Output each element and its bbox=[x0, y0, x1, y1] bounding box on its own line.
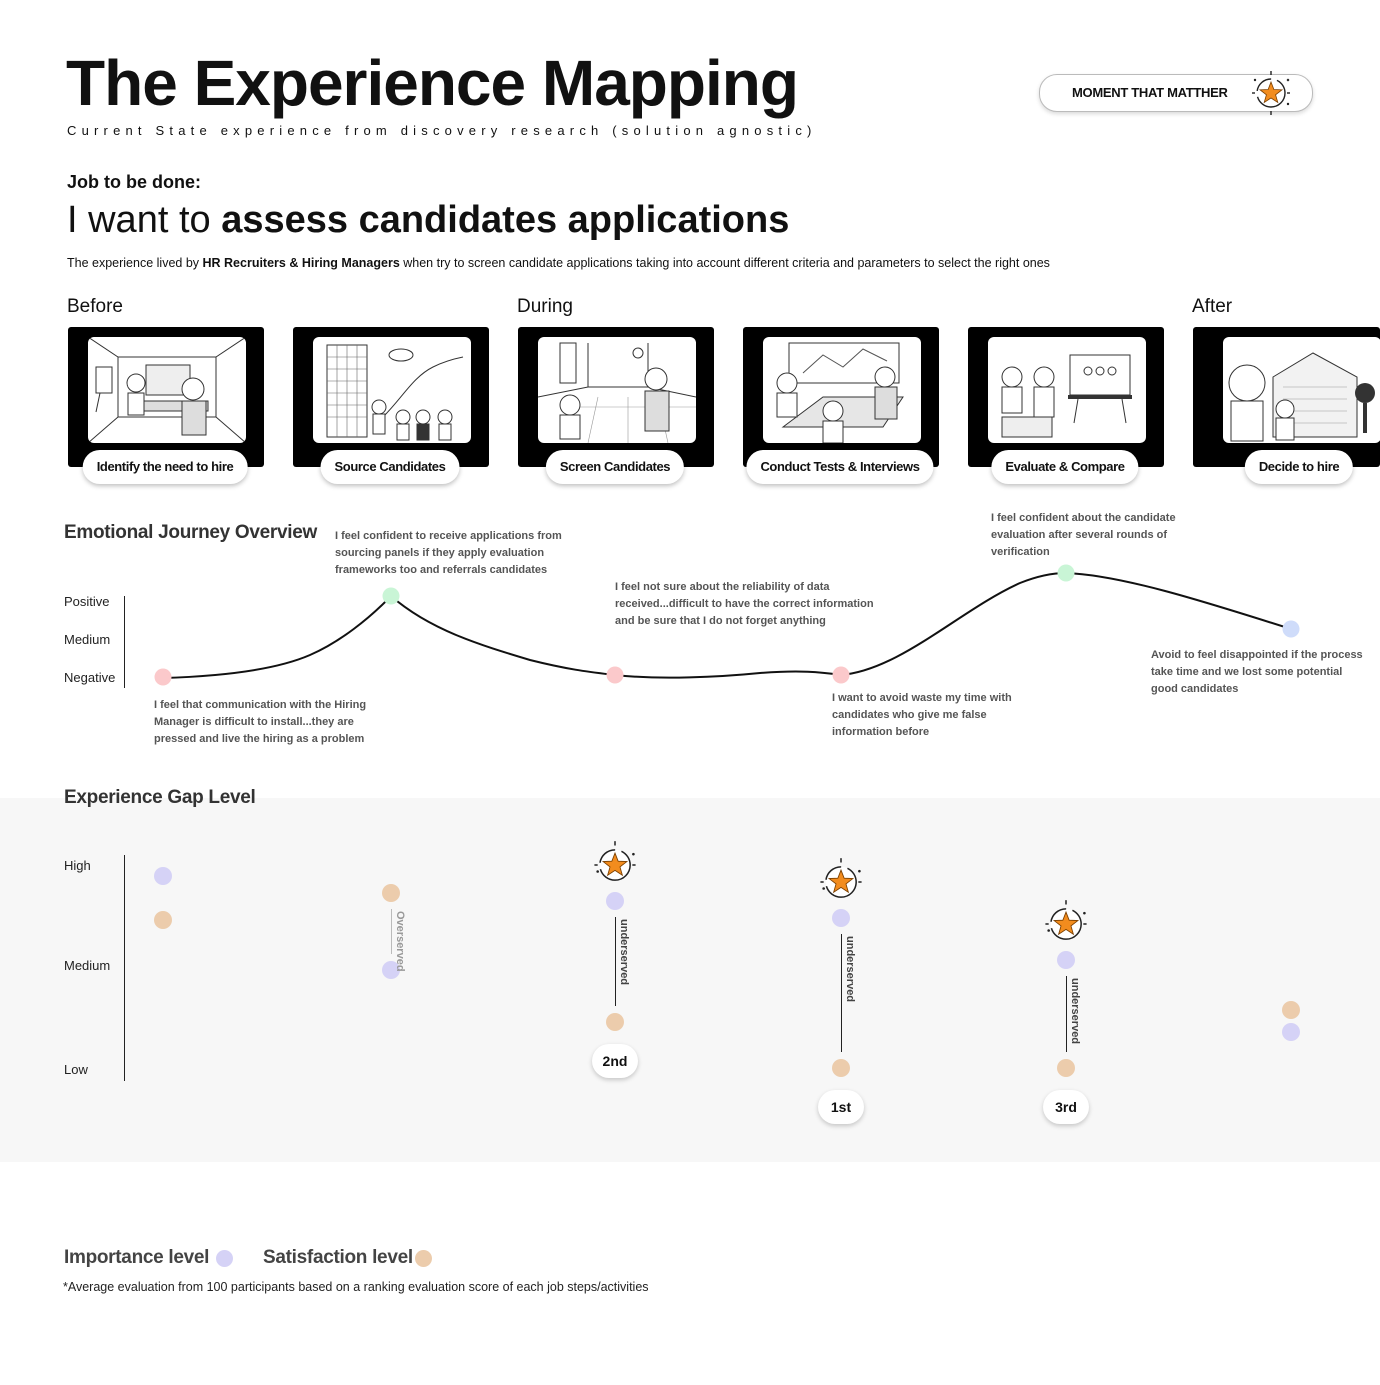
emotion-level-medium: Medium bbox=[64, 632, 111, 647]
jtbd-statement-bold: assess candidates applications bbox=[221, 199, 790, 241]
step-card-identify bbox=[68, 327, 264, 467]
emotion-note-interviews: I want to avoid waste my time with candi… bbox=[832, 692, 1012, 738]
emotion-level-positive: Positive bbox=[64, 594, 110, 609]
emotion-curve-layer bbox=[154, 564, 1300, 686]
intro-bold: HR Recruiters & Hiring Managers bbox=[202, 256, 400, 270]
emotion-curve bbox=[162, 571, 1292, 679]
legend-importance-label: Importance level bbox=[64, 1247, 210, 1268]
emotion-point bbox=[154, 668, 172, 686]
phase-after: After bbox=[1192, 296, 1233, 317]
phase-during: During bbox=[517, 296, 573, 317]
step-pill-screen[interactable]: Screen Candidates bbox=[545, 450, 685, 484]
legend-importance-dot bbox=[216, 1250, 233, 1267]
intro-prefix: The experience lived by bbox=[67, 256, 203, 270]
house-illustration bbox=[1223, 337, 1380, 443]
emotion-point bbox=[606, 666, 624, 684]
emotion-note-identify: I feel that communication with the Hirin… bbox=[154, 699, 367, 745]
emotion-axis bbox=[124, 596, 125, 688]
step-card-interviews bbox=[743, 327, 939, 467]
star-burst-icon bbox=[1247, 69, 1295, 122]
emotion-note-evaluate: I feel confident about the candidate eva… bbox=[991, 512, 1176, 558]
gap-level-high: High bbox=[64, 858, 91, 873]
page-subtitle: Current State experience from discovery … bbox=[67, 123, 817, 138]
legend-satisfaction-label: Satisfaction level bbox=[263, 1247, 413, 1268]
jtbd-label: Job to be done: bbox=[67, 172, 201, 192]
step-pill-source[interactable]: Source Candidates bbox=[320, 450, 460, 484]
step-card-source bbox=[293, 327, 489, 467]
experience-gap-panel bbox=[0, 798, 1380, 1162]
emotion-point bbox=[832, 666, 850, 684]
gap-level-low: Low bbox=[64, 1062, 88, 1077]
building-illustration bbox=[313, 337, 471, 443]
emotional-journey-title: Emotional Journey Overview bbox=[64, 522, 318, 543]
emotion-point bbox=[1057, 564, 1075, 582]
step-pill-identify[interactable]: Identify the need to hire bbox=[82, 450, 248, 484]
jtbd-intro: The experience lived by HR Recruiters & … bbox=[67, 256, 1050, 270]
gap-axis bbox=[124, 855, 125, 1081]
step-card-decide bbox=[1193, 327, 1380, 467]
emotion-note-decide: Avoid to feel disappointed if the proces… bbox=[1151, 649, 1363, 695]
step-pill-evaluate[interactable]: Evaluate & Compare bbox=[991, 450, 1139, 484]
presentation-illustration bbox=[988, 337, 1146, 443]
jtbd-statement: I want to assess candidates applications bbox=[67, 199, 789, 242]
office-illustration bbox=[88, 337, 246, 443]
hallway-illustration bbox=[538, 337, 696, 443]
emotion-note-source: I feel confident to receive applications… bbox=[335, 530, 562, 576]
step-card-screen bbox=[518, 327, 714, 467]
page-title: The Experience Mapping bbox=[66, 47, 799, 119]
phase-before: Before bbox=[67, 296, 123, 317]
moment-badge: MOMENT THAT MATTHER bbox=[1039, 71, 1313, 115]
emotion-level-negative: Negative bbox=[64, 670, 116, 685]
emotion-point bbox=[382, 587, 400, 605]
meeting-illustration bbox=[763, 337, 921, 443]
gap-level-medium: Medium bbox=[64, 958, 111, 973]
footnote: *Average evaluation from 100 participant… bbox=[63, 1280, 649, 1294]
intro-suffix: when try to screen candidate application… bbox=[399, 256, 1050, 270]
step-pill-interviews[interactable]: Conduct Tests & Interviews bbox=[746, 450, 934, 484]
jtbd-statement-prefix: I want to bbox=[67, 199, 222, 241]
experience-gap-title: Experience Gap Level bbox=[64, 787, 256, 808]
step-card-evaluate bbox=[968, 327, 1164, 467]
legend-satisfaction-dot bbox=[415, 1250, 432, 1267]
emotion-note-screen: I feel not sure about the reliability of… bbox=[615, 581, 874, 627]
step-pill-decide[interactable]: Decide to hire bbox=[1244, 450, 1354, 484]
moment-badge-label: MOMENT THAT MATTHER bbox=[1072, 85, 1228, 100]
emotion-point bbox=[1282, 620, 1300, 638]
